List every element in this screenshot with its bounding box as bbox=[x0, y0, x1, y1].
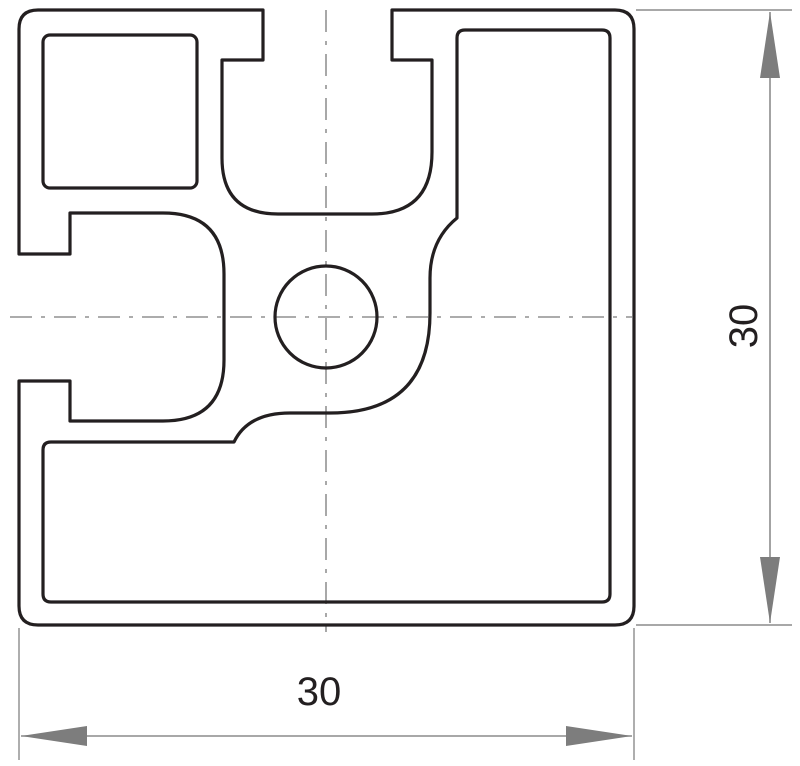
profile-outer-contour bbox=[17, 8, 636, 627]
width-arrow-left bbox=[21, 726, 87, 746]
height-arrow-bottom bbox=[760, 557, 780, 623]
height-dimension: 30 bbox=[722, 12, 780, 623]
height-arrow-top bbox=[760, 12, 780, 78]
extension-lines bbox=[18, 9, 792, 760]
height-dimension-label: 30 bbox=[722, 304, 766, 349]
center-bore-circle bbox=[273, 264, 379, 370]
upper-left-square-chamber bbox=[41, 33, 199, 190]
width-arrow-right bbox=[566, 726, 632, 746]
l-shaped-inner-chamber bbox=[41, 28, 612, 604]
width-dimension-label: 30 bbox=[297, 670, 342, 714]
center-lines bbox=[10, 10, 632, 632]
width-dimension: 30 bbox=[21, 670, 632, 746]
